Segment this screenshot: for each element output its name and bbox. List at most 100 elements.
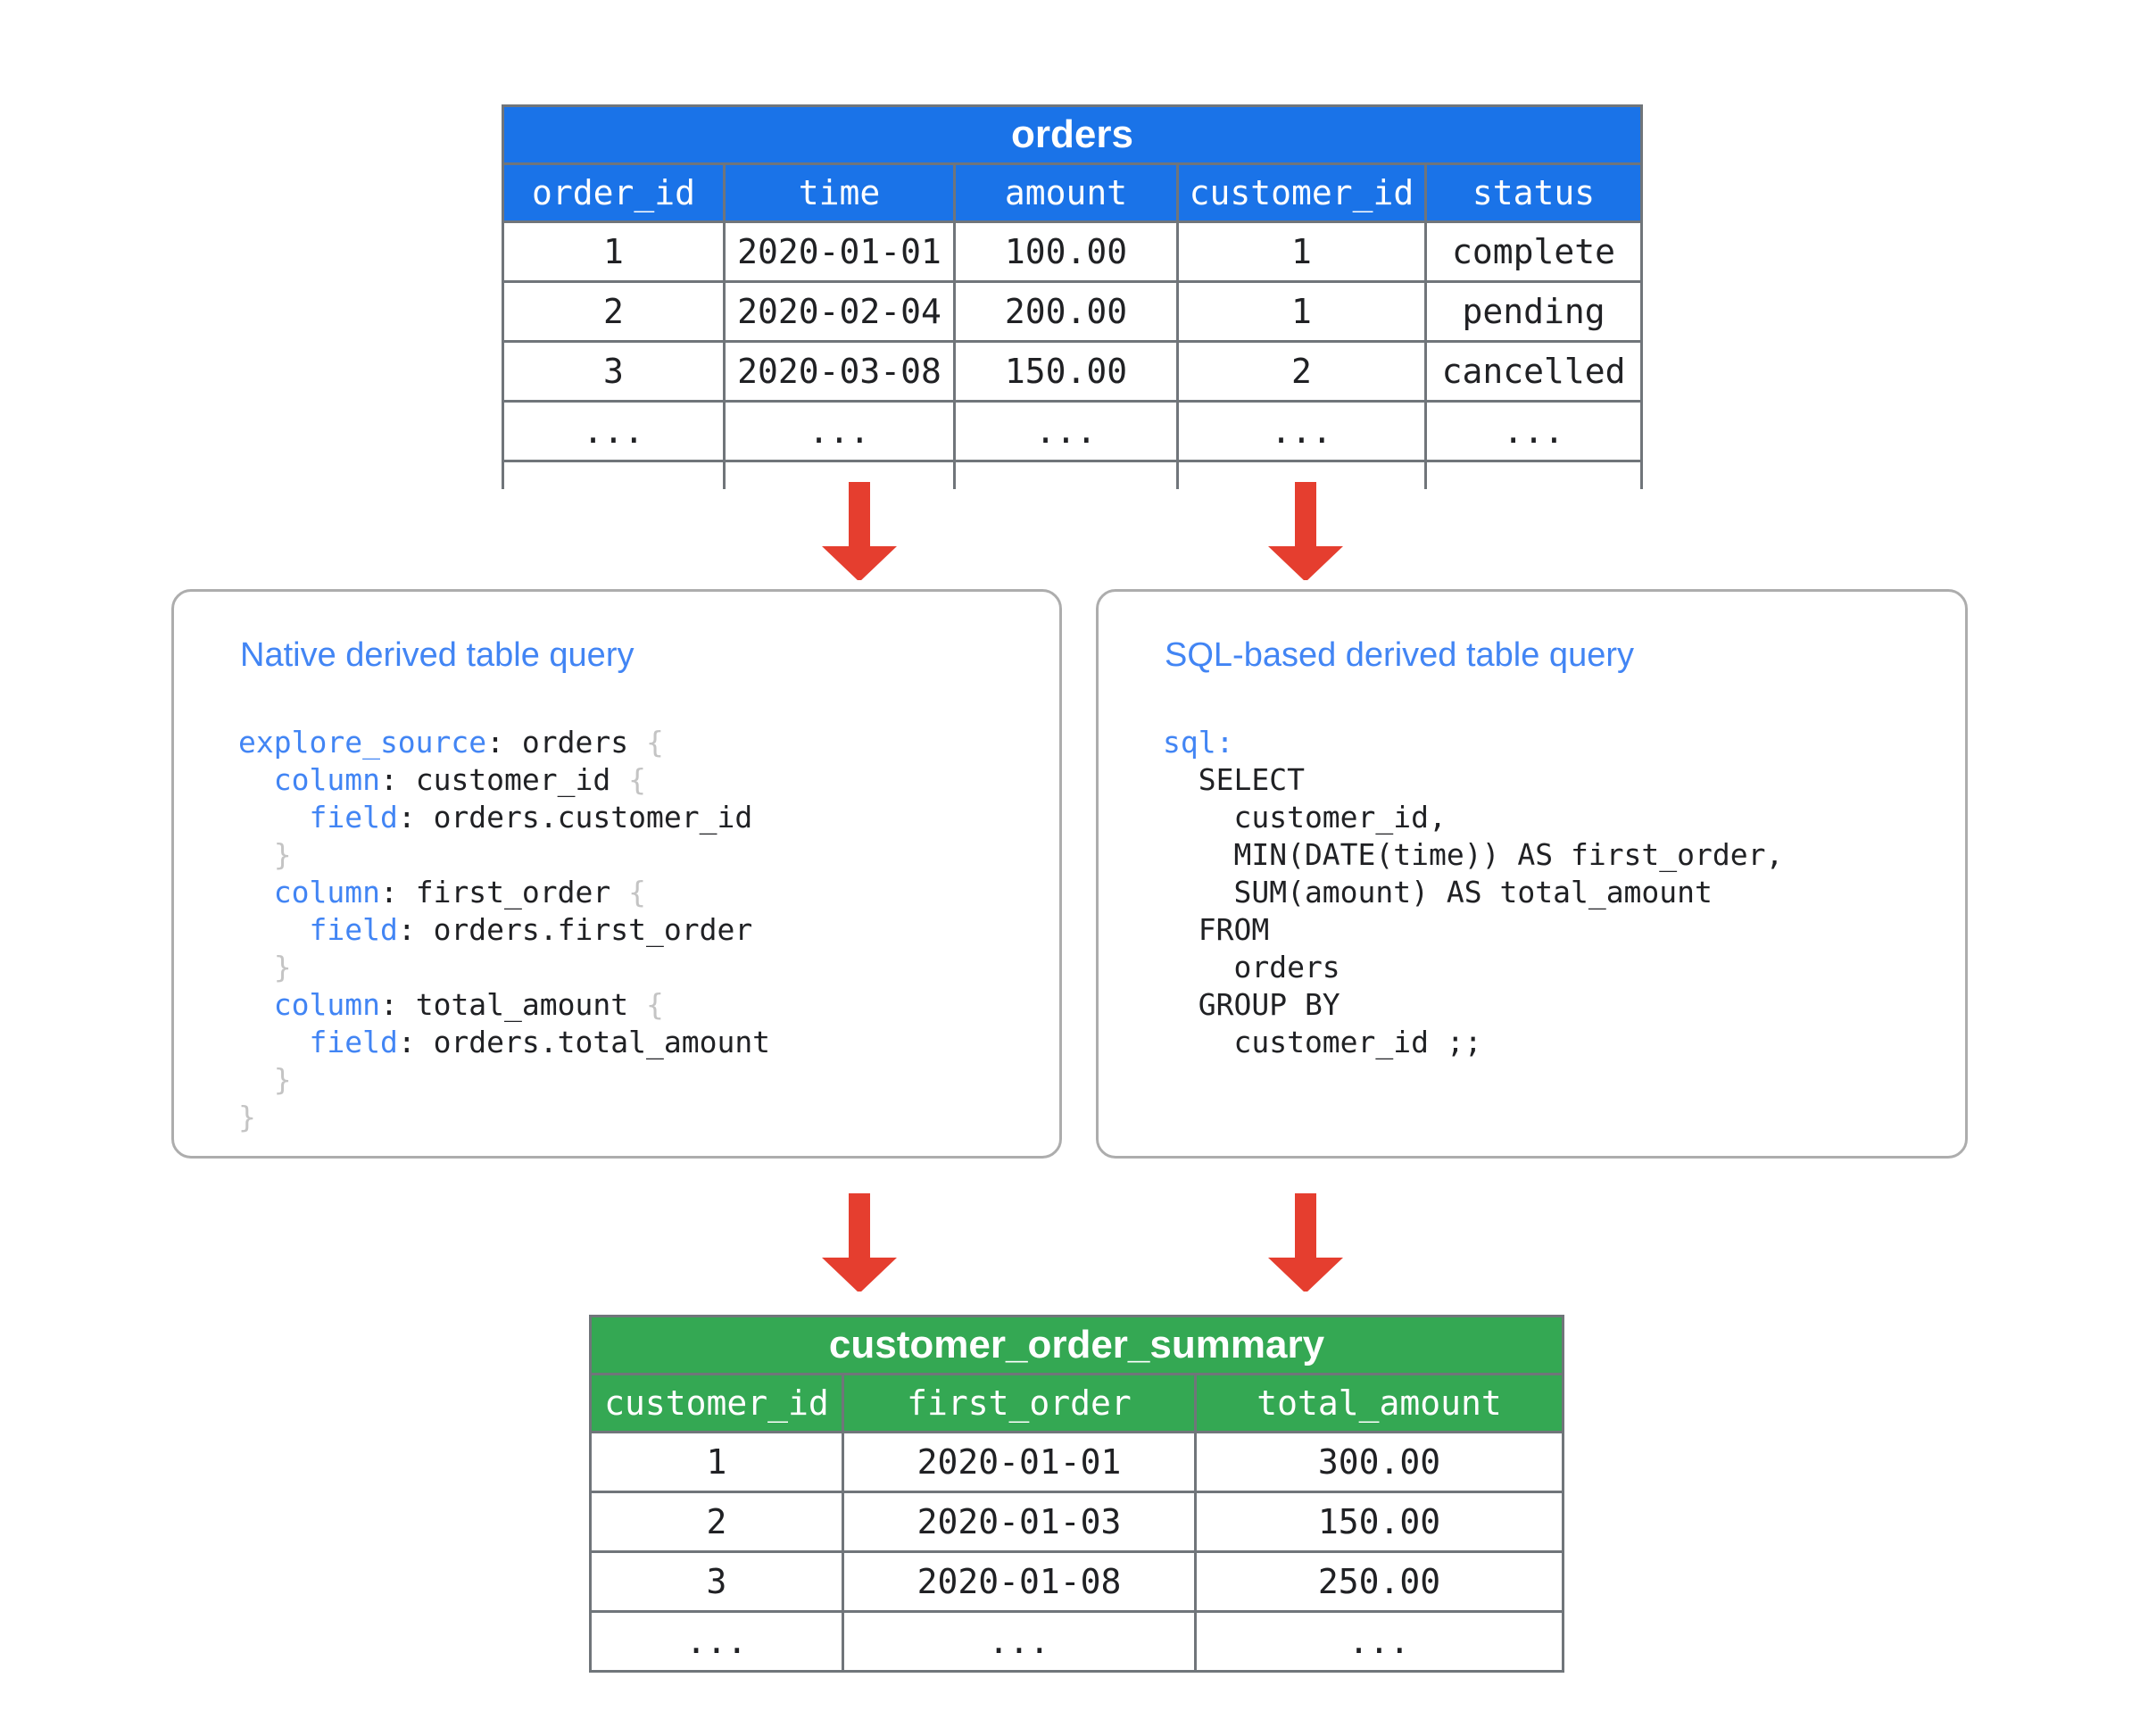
code-line: column: total_amount {	[238, 986, 770, 1024]
table-cell: ...	[953, 400, 1179, 462]
code-line: orders	[1163, 949, 1783, 986]
code-line: }	[238, 1099, 770, 1136]
code-text: {	[645, 725, 664, 760]
table-cell: 3	[502, 340, 726, 403]
table-cell: 2020-01-03	[842, 1491, 1197, 1553]
table-cell: 2020-02-04	[723, 280, 956, 343]
code-line: FROM	[1163, 911, 1783, 949]
table-cell: ...	[1176, 400, 1427, 462]
summary-table-header-row: customer_id first_order total_amount	[589, 1373, 1564, 1433]
code-line: field: orders.customer_id	[238, 799, 770, 836]
table-cell: ...	[1423, 400, 1644, 462]
table-cell: complete	[1423, 220, 1644, 283]
code-text	[238, 762, 274, 797]
table-cell: 2020-01-01	[723, 220, 956, 283]
orders-column-header-order-id: order_id	[502, 162, 726, 223]
table-cell: ...	[502, 400, 726, 462]
native-code-block: explore_source: orders { column: custome…	[238, 724, 770, 1136]
table-cell: ...	[1194, 1610, 1564, 1673]
code-line: SUM(amount) AS total_amount	[1163, 874, 1783, 911]
code-line: }	[238, 1061, 770, 1099]
code-text: : orders.customer_id	[397, 800, 753, 835]
code-keyword: explore_source	[238, 725, 487, 760]
table-cell: 2020-01-01	[842, 1431, 1197, 1493]
code-line: GROUP BY	[1163, 986, 1783, 1024]
code-keyword: column	[273, 875, 380, 910]
code-text: : orders	[486, 725, 646, 760]
code-keyword: field	[309, 800, 398, 835]
code-text	[238, 1025, 309, 1059]
code-text: MIN(DATE(time)) AS first_order,	[1163, 837, 1784, 872]
table-cell: 2020-03-08	[723, 340, 956, 403]
code-keyword: column	[273, 987, 380, 1022]
code-text: : total_amount	[379, 987, 646, 1022]
table-cell: ...	[723, 400, 956, 462]
summary-table-title-row: customer_order_summary	[589, 1315, 1564, 1375]
table-cell: 2020-01-08	[842, 1550, 1197, 1613]
code-line: field: orders.total_amount	[238, 1024, 770, 1061]
sql-derived-table-panel: SQL-based derived table query sql: SELEC…	[1096, 589, 1968, 1159]
code-line: }	[238, 949, 770, 986]
code-line: explore_source: orders {	[238, 724, 770, 761]
code-keyword: sql:	[1163, 725, 1234, 760]
code-text: customer_id ;;	[1163, 1025, 1482, 1059]
code-text: orders	[1163, 950, 1340, 984]
table-cell	[1423, 460, 1644, 489]
table-cell: 300.00	[1194, 1431, 1564, 1493]
customer-order-summary-table: customer_order_summary customer_id first…	[589, 1315, 1564, 1673]
code-text	[238, 987, 274, 1022]
table-cell: cancelled	[1423, 340, 1644, 403]
table-cell: 3	[589, 1550, 844, 1613]
code-line: sql:	[1163, 724, 1783, 761]
table-cell: 1	[1176, 280, 1427, 343]
table-cell: 1	[589, 1431, 844, 1493]
table-cell: 250.00	[1194, 1550, 1564, 1613]
orders-column-header-time: time	[723, 162, 956, 223]
code-text: customer_id,	[1163, 800, 1447, 835]
code-text: }	[238, 1100, 256, 1134]
orders-table: orders order_id time amount customer_id …	[501, 104, 1644, 489]
table-cell: 200.00	[953, 280, 1179, 343]
sql-code-block: sql: SELECT customer_id, MIN(DATE(time))…	[1163, 724, 1783, 1061]
code-keyword: field	[309, 912, 398, 947]
summary-column-header-total-amount: total_amount	[1194, 1373, 1564, 1433]
code-text: }	[273, 837, 292, 872]
table-cell: ...	[842, 1610, 1197, 1673]
orders-column-header-amount: amount	[953, 162, 1179, 223]
table-row: .........	[589, 1610, 1564, 1673]
arrow-orders-to-native	[822, 482, 897, 580]
table-cell	[502, 460, 726, 489]
code-text	[238, 1062, 274, 1097]
summary-table-name: customer_order_summary	[589, 1315, 1564, 1375]
orders-table-header-row: order_id time amount customer_id status	[502, 162, 1644, 223]
code-line: column: customer_id {	[238, 761, 770, 799]
code-line: column: first_order {	[238, 874, 770, 911]
table-cell	[723, 460, 956, 489]
arrow-orders-to-sql	[1268, 482, 1343, 580]
orders-table-name: orders	[501, 104, 1644, 165]
code-text	[238, 837, 274, 872]
code-text: {	[628, 875, 646, 910]
arrow-native-to-summary	[822, 1193, 897, 1292]
code-text: SUM(amount) AS total_amount	[1163, 875, 1713, 910]
arrow-sql-to-summary	[1268, 1193, 1343, 1292]
code-keyword: field	[309, 1025, 398, 1059]
orders-table-title-row: orders	[501, 104, 1644, 165]
code-text: : first_order	[379, 875, 629, 910]
table-cell: 150.00	[953, 340, 1179, 403]
orders-column-header-status: status	[1423, 162, 1644, 223]
table-cell: 1	[502, 220, 726, 283]
table-cell: 2	[589, 1491, 844, 1553]
code-text: }	[273, 950, 292, 984]
code-text: {	[628, 762, 646, 797]
code-text: }	[273, 1062, 292, 1097]
code-text: SELECT	[1163, 762, 1305, 797]
orders-column-header-customer-id: customer_id	[1176, 162, 1427, 223]
summary-column-header-first-order: first_order	[842, 1373, 1197, 1433]
table-row-truncated	[502, 460, 1644, 489]
sql-panel-title: SQL-based derived table query	[1165, 636, 1634, 674]
